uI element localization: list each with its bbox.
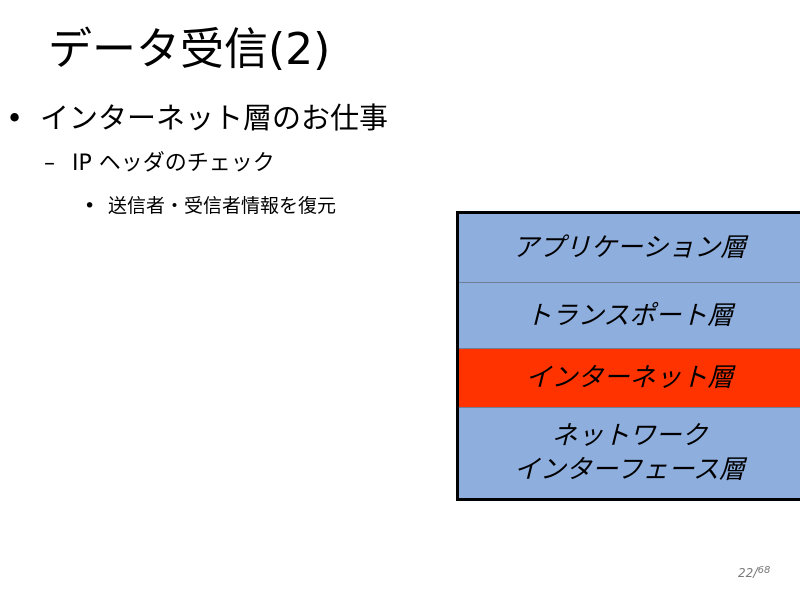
bullet-level1: • インターネット層のお仕事 — [6, 98, 388, 138]
layer-transport: トランスポート層 — [459, 283, 800, 349]
bullet-text: 送信者・受信者情報を復元 — [108, 195, 337, 217]
page-total: 68 — [757, 565, 771, 576]
page-separator: / — [753, 566, 758, 581]
protocol-layer-stack: アプリケーション層 トランスポート層 インターネット層 ネットワーク インターフ… — [456, 211, 800, 501]
bullet-text: IP ヘッダのチェック — [72, 151, 275, 176]
bullet-level2: –IP ヘッダのチェック — [44, 148, 275, 180]
page-current: 22 — [738, 566, 754, 580]
slide-title: データ受信(2) — [48, 24, 331, 75]
bullet-marker: • — [6, 101, 24, 135]
page-number: 22/68 — [738, 565, 771, 581]
bullet-level3: • 送信者・受信者情報を復元 — [84, 192, 336, 220]
layer-network-interface: ネットワーク インターフェース層 — [459, 408, 800, 498]
dash-marker: – — [44, 151, 55, 176]
layer-internet: インターネット層 — [459, 349, 800, 408]
layer-application: アプリケーション層 — [459, 214, 800, 283]
bullet-marker: • — [84, 195, 96, 217]
bullet-text: インターネット層のお仕事 — [40, 101, 389, 135]
